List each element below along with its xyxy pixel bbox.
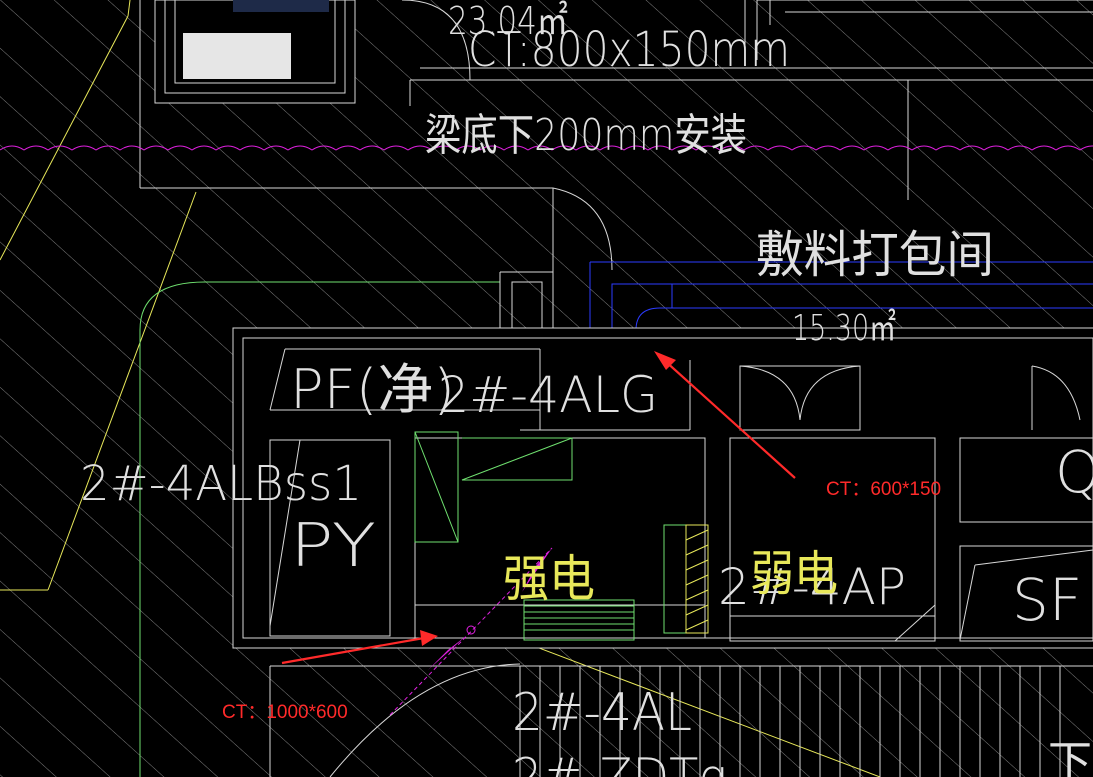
strong-power-equipment	[414, 431, 687, 641]
label-strong-power: 强电	[503, 550, 595, 608]
label-py: PY	[290, 511, 376, 581]
annotation-ct-600: CT：600*150	[826, 479, 941, 500]
power-room-labels: 强电 弱电	[503, 546, 838, 608]
label-room-area: 15.30㎡	[792, 307, 896, 349]
drawing-labels: 23.04㎡ CT:800x150mm 梁底下200mm安装 敷料打包间 15.…	[80, 0, 1093, 777]
stair-lines	[519, 666, 1061, 777]
green-boundary	[139, 281, 500, 777]
annotation-ct-1000: CT：1000*600	[222, 702, 348, 723]
vertical-riser-marker	[389, 547, 553, 716]
top-room	[139, 0, 1093, 272]
label-zdtg: 2#-ZDTg	[512, 748, 727, 777]
building-walls	[232, 271, 1093, 777]
label-install-note: 梁底下200mm安装	[425, 110, 747, 161]
label-ap: 2#-4AP	[718, 558, 906, 616]
label-alg: 2#-4ALG	[438, 366, 658, 424]
annotation-arrows	[281, 351, 796, 665]
label-sf: SF	[1012, 566, 1082, 634]
yellow-hatch-panel	[685, 524, 709, 634]
label-al: 2#-4AL	[512, 683, 692, 743]
label-tray-top: CT:800x150mm	[468, 22, 790, 78]
label-pf: PF(净)	[290, 358, 455, 421]
revision-cloud	[0, 145, 1093, 151]
label-weak-power: 弱电	[750, 546, 838, 602]
label-room-name: 敷料打包间	[756, 226, 994, 284]
annotation-texts: CT：600*150 CT：1000*600	[222, 479, 941, 723]
label-q: Q	[1055, 438, 1093, 506]
label-area-top: 23.04㎡	[448, 0, 568, 43]
label-albss1: 2#-4ALBss1	[80, 456, 362, 512]
label-bottom-right: 下	[1048, 737, 1092, 777]
